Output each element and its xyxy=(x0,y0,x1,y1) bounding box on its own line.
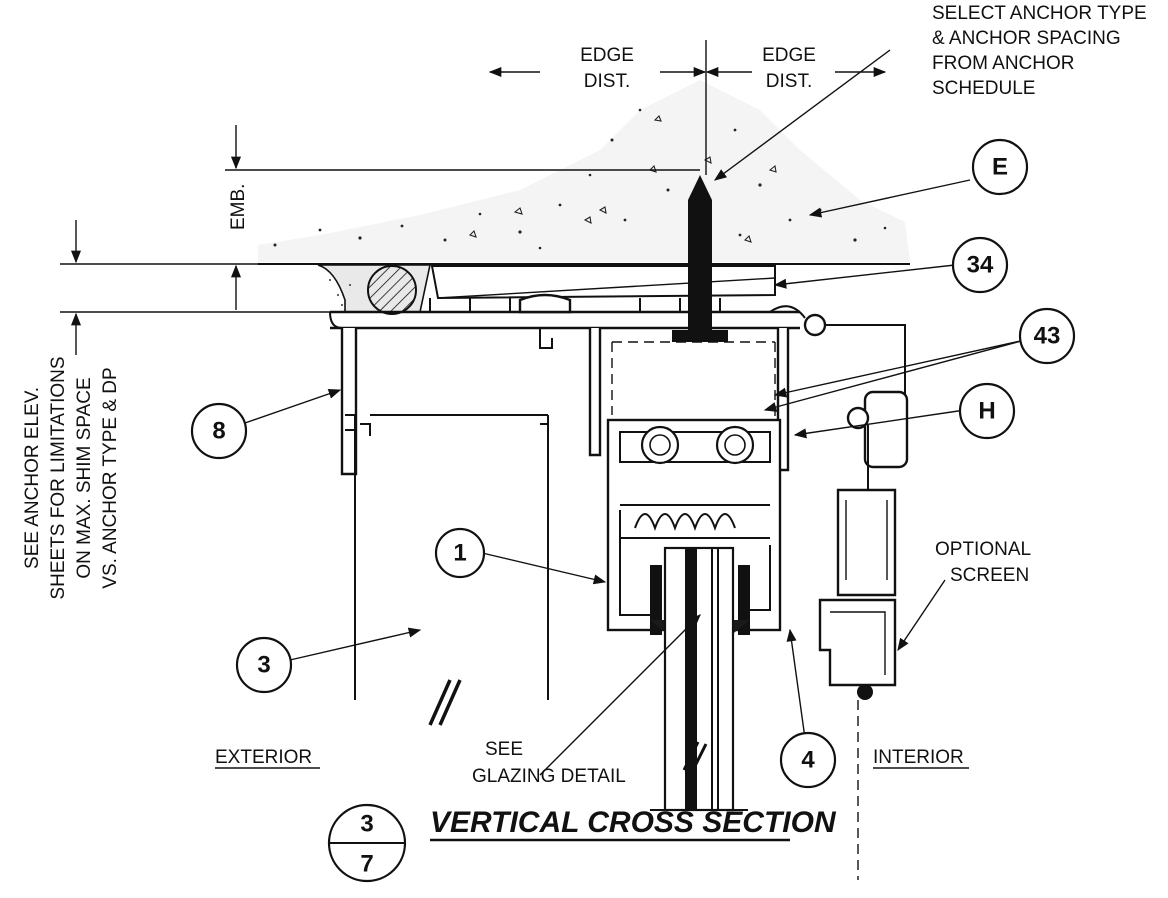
callout-tags: E 34 43 H 8 1 3 4 xyxy=(190,138,1076,789)
side-note-line3: ON MAX. SHIM SPACE xyxy=(74,377,95,578)
side-note: SEE ANCHOR ELEV. SHEETS FOR LIMITATIONS … xyxy=(22,356,121,599)
leader-lines xyxy=(244,49,1026,776)
side-note-line2: SHEETS FOR LIMITATIONS xyxy=(48,356,69,599)
anchor-fastener xyxy=(611,175,776,471)
fastener-head-left xyxy=(640,425,680,465)
svg-text:8: 8 xyxy=(212,418,225,445)
glass-unit xyxy=(650,546,748,812)
edge-dist-left-line2: DIST. xyxy=(584,71,630,92)
anchor-note-line3: FROM ANCHOR xyxy=(932,53,1075,74)
tag-1: 1 xyxy=(434,527,486,579)
edge-dist-right-line1: EDGE xyxy=(762,45,816,66)
glazing-note-line1: SEE xyxy=(485,739,523,760)
fastener-head-right xyxy=(715,425,755,465)
tag-H: H xyxy=(958,382,1016,440)
detail-number: 3 xyxy=(360,811,373,838)
anchor-note-line1: SELECT ANCHOR TYPE xyxy=(932,3,1147,24)
tag-4: 4 xyxy=(779,731,837,789)
notes: EDGE DIST. EDGE DIST. SELECT ANCHOR TYPE… xyxy=(22,3,1147,787)
edge-dist-right-line2: DIST. xyxy=(766,71,812,92)
exterior-label: EXTERIOR xyxy=(215,747,312,768)
tag-8: 8 xyxy=(190,402,248,460)
title-text: VERTICAL CROSS SECTION xyxy=(430,806,837,839)
svg-text:3: 3 xyxy=(257,652,270,679)
tag-43: 43 xyxy=(1018,307,1076,365)
glazing-note-line2: GLAZING DETAIL xyxy=(472,766,626,787)
svg-text:34: 34 xyxy=(967,252,994,279)
emb-label: EMB. xyxy=(228,184,249,230)
frame-head-profile xyxy=(329,293,906,476)
anchor-note-line2: & ANCHOR SPACING xyxy=(932,28,1121,49)
optional-screen-line2: SCREEN xyxy=(950,565,1029,586)
optional-screen-line1: OPTIONAL xyxy=(935,539,1031,560)
shim xyxy=(430,265,776,300)
tag-E: E xyxy=(971,138,1029,196)
svg-text:4: 4 xyxy=(801,747,815,774)
sheet-number: 7 xyxy=(360,851,373,878)
side-note-line4: VS. ANCHOR TYPE & DP xyxy=(100,367,121,588)
detail-title: 3 7 VERTICAL CROSS SECTION xyxy=(327,803,837,883)
concrete-substrate xyxy=(258,80,910,265)
side-note-line1: SEE ANCHOR ELEV. xyxy=(22,387,43,569)
jamb-profile xyxy=(354,414,549,726)
svg-text:E: E xyxy=(992,154,1008,181)
sealant-joint xyxy=(317,264,431,315)
backer-rod xyxy=(367,265,417,315)
anchor-note-line4: SCHEDULE xyxy=(932,78,1035,99)
svg-text:43: 43 xyxy=(1034,323,1061,350)
tag-3: 3 xyxy=(235,636,293,694)
svg-text:1: 1 xyxy=(453,540,466,567)
interior-screen xyxy=(818,390,909,880)
interior-label: INTERIOR xyxy=(873,747,964,768)
svg-text:H: H xyxy=(978,398,995,425)
tag-34: 34 xyxy=(951,236,1009,294)
edge-dist-left-line1: EDGE xyxy=(580,45,634,66)
